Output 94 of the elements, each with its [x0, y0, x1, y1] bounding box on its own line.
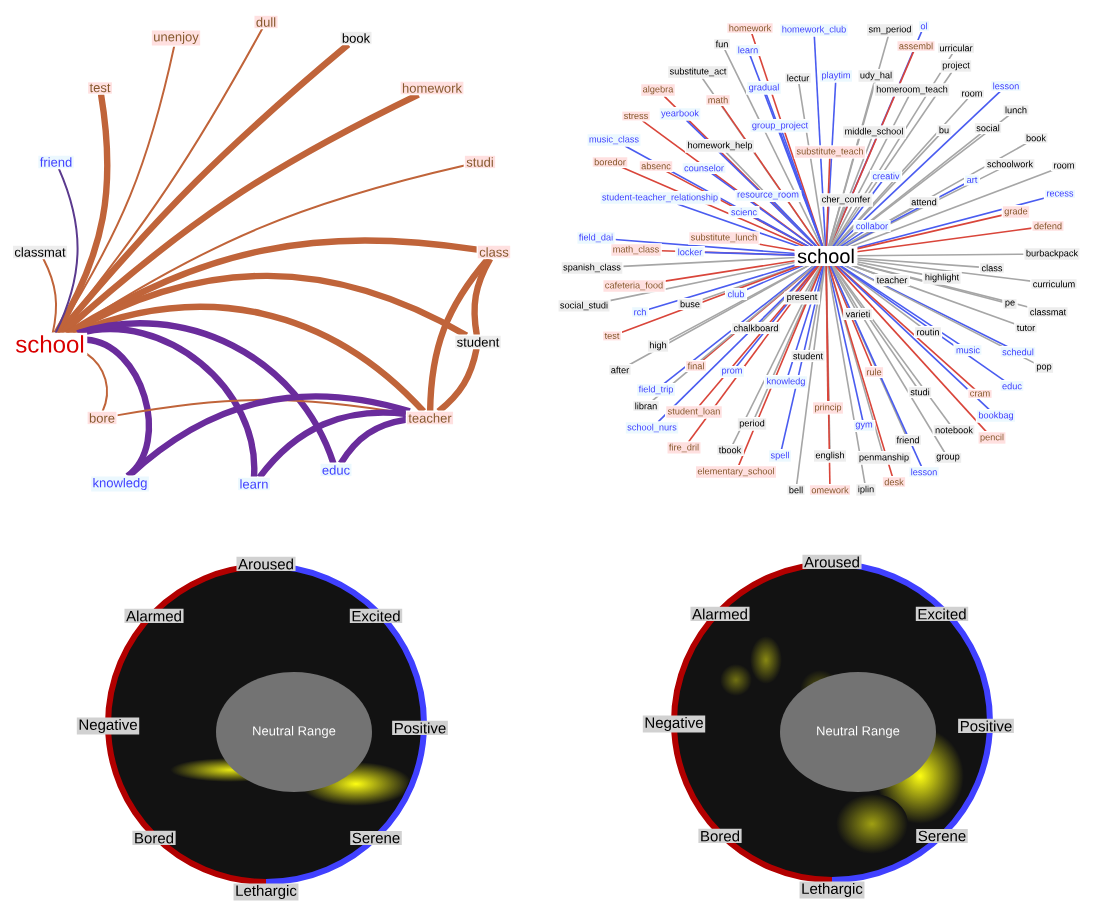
link-line — [781, 131, 824, 248]
link-line — [836, 132, 983, 248]
link-line — [855, 257, 981, 268]
link-line — [701, 264, 801, 301]
link-line — [825, 157, 831, 248]
link-line — [833, 134, 940, 248]
link-line — [833, 97, 969, 248]
link-line — [813, 35, 827, 248]
link-line — [833, 264, 988, 433]
link-line — [855, 227, 1033, 253]
link-line — [829, 95, 910, 248]
hub-word: school — [795, 247, 857, 265]
link-line — [829, 264, 923, 468]
link-line — [825, 81, 837, 248]
link-line — [126, 393, 411, 479]
link-line — [849, 169, 1054, 248]
link-line — [838, 264, 1006, 382]
link-line — [772, 200, 818, 248]
link-line — [832, 180, 883, 248]
link-line — [85, 336, 153, 479]
link-line — [685, 119, 818, 248]
link-line — [676, 203, 801, 248]
link-line — [827, 264, 894, 478]
link-line — [760, 264, 818, 324]
link-line — [839, 230, 865, 248]
link-line — [829, 50, 915, 248]
link-line — [829, 264, 873, 368]
link-line — [651, 264, 816, 402]
link-line — [843, 264, 1009, 348]
link-line — [752, 216, 810, 248]
link-line — [657, 264, 818, 423]
link-line — [839, 264, 961, 346]
link-line — [855, 263, 1004, 303]
link-line — [72, 303, 426, 414]
link-line — [698, 264, 820, 407]
link-line — [855, 262, 1029, 308]
link-line — [53, 93, 111, 335]
link-line — [621, 166, 806, 248]
link-line — [855, 253, 1025, 257]
link-line — [798, 82, 826, 248]
link-line — [837, 114, 1011, 248]
link-line — [855, 261, 924, 276]
link-line — [826, 264, 866, 485]
link-line — [804, 264, 822, 294]
link-line — [830, 264, 856, 310]
link-line — [621, 256, 797, 268]
link-line — [723, 48, 823, 248]
link-line — [855, 197, 1046, 249]
link-line — [834, 264, 991, 411]
link-line — [614, 238, 797, 255]
link-line — [827, 264, 884, 453]
link-line — [471, 257, 493, 336]
link-line — [831, 264, 951, 426]
link-line — [710, 172, 815, 248]
link-line — [835, 264, 976, 391]
link-line — [687, 264, 821, 443]
link-line — [66, 272, 469, 339]
link-line — [834, 90, 1002, 248]
link-line — [76, 320, 337, 465]
link-line — [745, 264, 806, 291]
link-line — [837, 264, 922, 328]
link-line — [795, 264, 826, 486]
link-line — [737, 264, 823, 467]
link-line — [647, 264, 797, 311]
link-line — [59, 91, 420, 336]
link-line — [825, 264, 831, 486]
link-line — [703, 251, 797, 256]
link-line — [662, 264, 816, 385]
link-line — [757, 243, 797, 252]
link-line — [855, 258, 1032, 282]
link-line — [426, 256, 491, 412]
link-line — [720, 104, 821, 248]
link-line — [787, 264, 824, 377]
link-line — [841, 206, 916, 248]
link-line — [664, 259, 797, 282]
link-line — [731, 264, 823, 446]
link-line — [830, 264, 946, 454]
link-line — [609, 261, 797, 302]
hub-word: school — [13, 333, 87, 355]
link-line — [850, 264, 1016, 325]
link-line — [436, 347, 480, 414]
link-line — [628, 264, 811, 366]
link-line — [855, 214, 1004, 250]
link-line — [42, 257, 58, 335]
link-line — [620, 264, 803, 334]
link-line — [338, 416, 408, 466]
link-line — [624, 145, 811, 248]
link-line — [65, 237, 478, 337]
link-line — [843, 264, 1036, 364]
link-line — [54, 167, 79, 335]
link-line — [85, 352, 108, 413]
link-line — [780, 264, 825, 451]
link-line — [641, 120, 815, 248]
link-line — [256, 409, 407, 480]
